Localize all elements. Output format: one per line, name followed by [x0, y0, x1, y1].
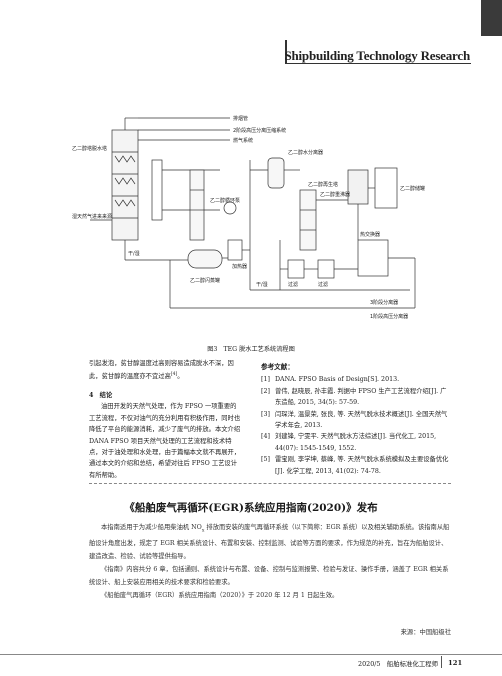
label-glycol-regen: 乙二醇再生塔	[308, 181, 338, 188]
reference-item: [2] 曾伟, 赵晓辰, 孙丰霞. 判据中 FPSO 生产工艺流程介绍[J]. …	[261, 386, 451, 409]
notice-title: 《船舶废气再循环(EGR)系统应用指南(2020)》发布	[124, 502, 378, 514]
reboiler	[347, 169, 369, 205]
conclusion-paragraph: 油田开发的天然气处理，作为 FPSO 一项重要的工艺流程，不仅对油气的充分利用有…	[89, 403, 241, 479]
para1-end: 。	[177, 373, 184, 381]
label-water-sep: 乙二醇水分离器	[288, 149, 323, 156]
section-title-conclusion: 4 结论	[89, 391, 113, 399]
reference-text: DANA. FPSO Basis of Design[S]. 2013.	[275, 376, 400, 384]
reference-item: [3] 闫琛洋, 温景荣, 张良, 等. 天然气脱水技术概述[J]. 全国天然气…	[261, 409, 451, 432]
label-pump: 乙二醇循环泵	[210, 197, 240, 204]
label-dry-gas: 干/湿	[128, 250, 140, 257]
header-rule	[285, 40, 287, 64]
filter-2	[317, 259, 335, 279]
pump	[223, 201, 237, 215]
reference-text: 刘建锋, 宁雯平. 天然气脱水方法综述[J]. 当代化工, 2015, 44(0…	[275, 433, 437, 452]
label-fuel: 燃气系统	[233, 137, 253, 144]
corner-tab	[481, 0, 502, 36]
teg-process-diagram: 排烟管 2阶段高压分离压缩系统 燃气系统 乙二醇塔脱水塔 湿天然气进来来源 干/…	[72, 115, 425, 320]
reference-number: [1]	[261, 376, 270, 384]
reference-text: 雷宝刚, 李学坤, 蔡峰, 等. 天然气脱水系统模拟及主要设备优化[J]. 化学…	[275, 456, 449, 475]
label-pressure-sep: 1阶段高压分离器	[370, 313, 408, 320]
water-separator	[267, 157, 285, 189]
notice-p1-sub: x	[201, 528, 205, 534]
label-sep3: 3阶段分离器	[370, 299, 398, 306]
absorber-tower	[111, 129, 139, 241]
notice-paragraph-3: 《船舶废气再循环（EGR）系统应用指南（2020）》于 2020 年 12 月 …	[101, 592, 339, 600]
heater-1	[227, 239, 243, 261]
storage-tank	[374, 167, 398, 209]
label-absorber: 乙二醇塔脱水塔	[72, 145, 107, 152]
label-heat-ex: 热交换器	[360, 231, 380, 238]
label-wet-gas-in: 湿天然气进来来源	[72, 213, 112, 220]
section-divider	[89, 483, 451, 484]
reference-number: [4]	[261, 433, 270, 441]
conclusion-intro-paragraph: 引起发泡，贫甘醇温度过高则容易造成脱水不深，因此，贫甘醇的温度亦不宜过高[4]。	[89, 358, 241, 383]
journal-title: Shipbuilding Technology Research	[284, 48, 470, 63]
notice-paragraph-1: 本指南适用于为减少船用柴油机 NOx 排放而安装的废气再循环系统（以下简称：EG…	[89, 521, 451, 563]
reference-text: 曾伟, 赵晓辰, 孙丰霞. 判据中 FPSO 生产工艺流程介绍[J]. 广东造船…	[275, 387, 447, 407]
references: 参考文献： [1] DANA. FPSO Basis of Design[S].…	[261, 362, 451, 477]
label-dry-wet2: 干/湿	[256, 281, 268, 288]
reference-item: [5] 雷宝刚, 李学坤, 蔡峰, 等. 天然气脱水系统模拟及主要设备优化[J]…	[261, 454, 451, 477]
label-exhaust: 排烟管	[233, 115, 248, 122]
notice-p1-start: 本指南适用于为减少船用柴油机 NO	[101, 524, 202, 531]
label-reboiler: 乙二醇重沸器	[320, 191, 350, 198]
reference-number: [2]	[261, 387, 270, 395]
label-filter2: 过滤	[318, 281, 328, 288]
para1-ref: [4]	[170, 372, 178, 378]
reference-number: [5]	[261, 456, 270, 464]
footer-line	[0, 654, 502, 655]
reference-text: 闫琛洋, 温景荣, 张良, 等. 天然气脱水技术概述[J]. 全国天然气学术年会…	[275, 410, 448, 430]
filter-1	[287, 259, 305, 279]
label-filter1: 过滤	[288, 281, 298, 288]
page-number: 121	[448, 659, 463, 667]
reference-item: [1] DANA. FPSO Basis of Design[S]. 2013.	[261, 374, 451, 385]
footer-divider	[441, 656, 442, 668]
reference-item: [4] 刘建锋, 宁雯平. 天然气脱水方法综述[J]. 当代化工, 2015, …	[261, 431, 451, 454]
label-heater: 加热器	[232, 263, 247, 270]
reference-number: [3]	[261, 410, 270, 418]
notice-body: 本指南适用于为减少船用柴油机 NOx 排放而安装的废气再循环系统（以下简称：EG…	[89, 521, 451, 602]
heat-exchanger-2	[357, 239, 389, 277]
label-glycol-storage: 乙二醇储罐	[400, 185, 425, 192]
figure-caption: 图3 TEG 脱水工艺系统流程图	[207, 346, 295, 353]
left-column: 引起发泡，贫甘醇温度过高则容易造成脱水不深，因此，贫甘醇的温度亦不宜过高[4]。…	[89, 358, 241, 481]
heat-exchanger-column	[151, 159, 163, 221]
regen-tower-2	[299, 189, 317, 251]
label-second-stage: 2阶段高压分离压缩系统	[233, 127, 286, 134]
references-title: 参考文献：	[261, 363, 294, 371]
notice-p1-rest: 排放而安装的废气再循环系统（以下简称：EGR 系统）以及相关辅助系统。该指南从船…	[89, 524, 450, 561]
notice-paragraph-2: 《指南》内容共分 6 章，包括通则、系统设计与布置、设备、控制与监测报警、检验与…	[89, 566, 449, 587]
para1-text: 引起发泡，贫甘醇温度过高则容易造成脱水不深，因此，贫甘醇的温度亦不宜过高	[89, 360, 234, 381]
notice-source: 来源：中国船级社	[400, 629, 451, 636]
label-flash: 乙二醇闪蒸罐	[190, 277, 220, 284]
footer-issue: 2020/5 船舶标准化工程师	[358, 660, 438, 668]
header-line	[285, 63, 471, 64]
flash-drum	[187, 249, 223, 269]
regen-tower	[189, 169, 205, 241]
